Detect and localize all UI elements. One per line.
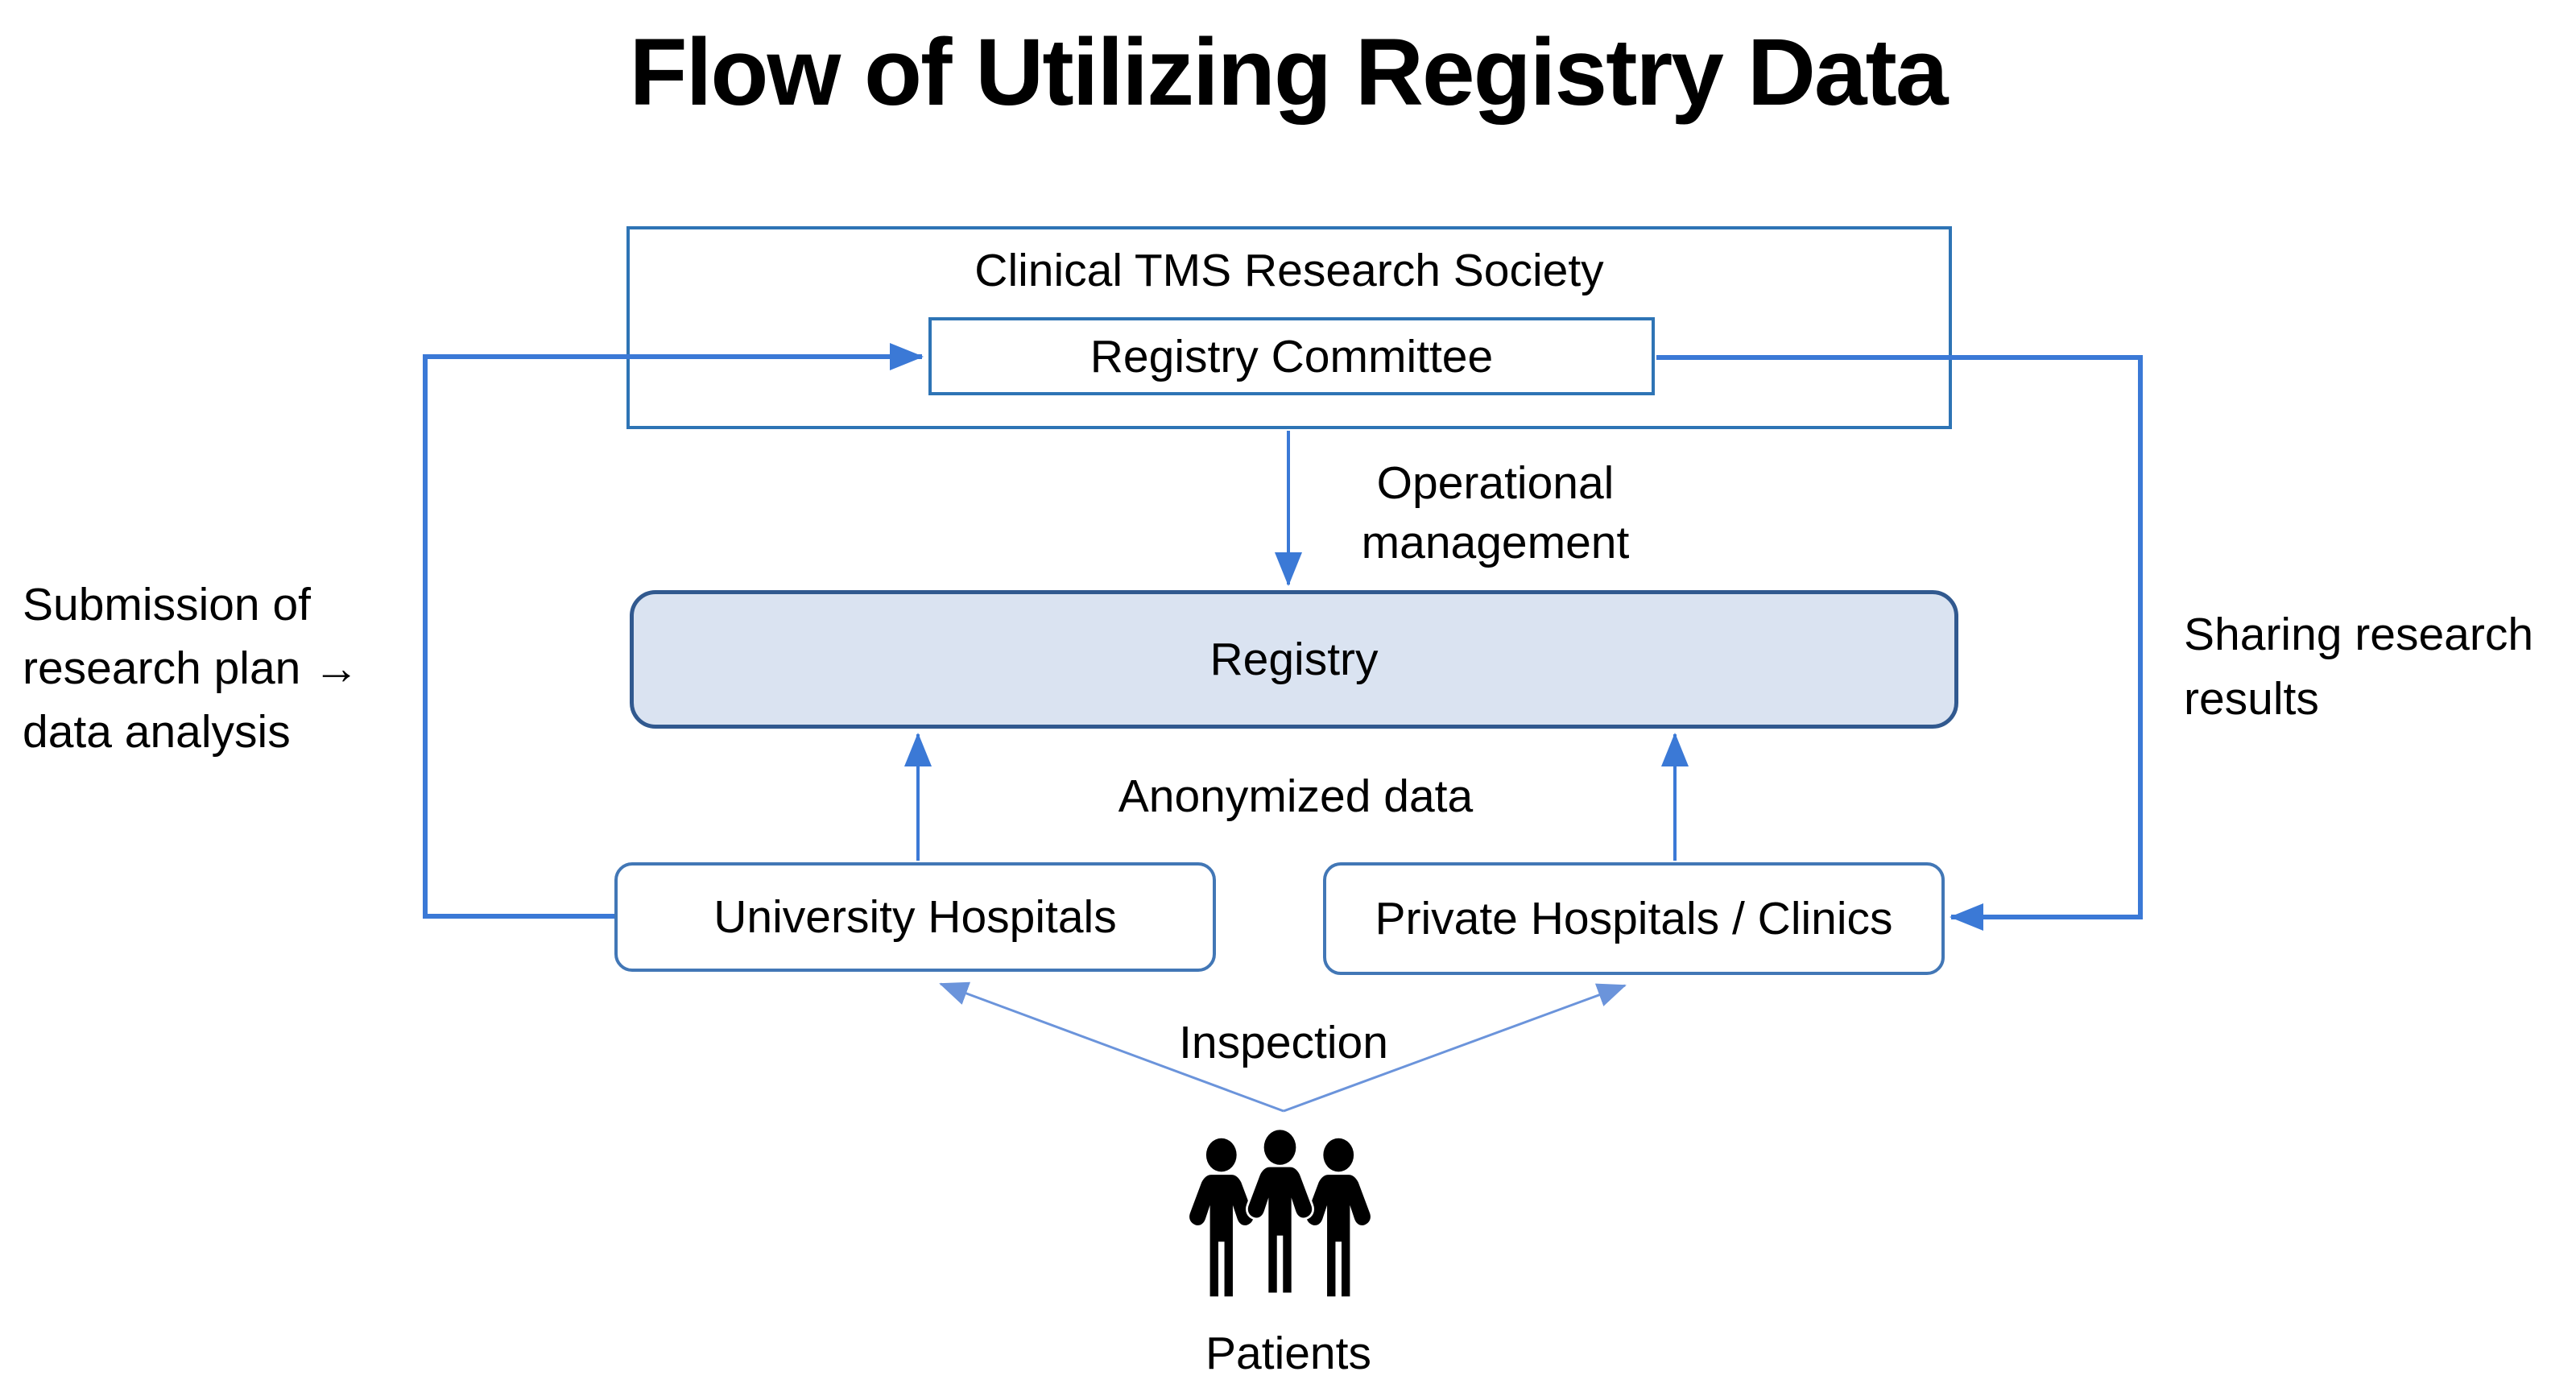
edge-label-anonymized-data: Anonymized data xyxy=(1118,770,1474,822)
node-registry: Registry xyxy=(630,590,1958,729)
edge-label-sharing-research-results: Sharing research results xyxy=(2184,609,2534,725)
node-private-hospitals-clinics: Private Hospitals / Clinics xyxy=(1323,862,1945,975)
node-registry-label: Registry xyxy=(1209,634,1379,685)
node-registry-committee: Registry Committee xyxy=(928,317,1655,395)
patients-group-icon xyxy=(1187,1129,1373,1299)
node-committee-label: Registry Committee xyxy=(1090,330,1494,382)
node-patients-label: Patients xyxy=(1205,1328,1371,1379)
edge-label-inspection: Inspection xyxy=(1179,1017,1388,1068)
page-title: Flow of Utilizing Registry Data xyxy=(629,19,1949,126)
node-university-label: University Hospitals xyxy=(713,891,1117,943)
node-clinical-tms-research-society xyxy=(626,226,1952,429)
edge-label-submission-research-plan: Submission of research plan → data analy… xyxy=(23,579,360,758)
node-society-label: Clinical TMS Research Society xyxy=(974,245,1604,296)
edge-label-operational-management: Operational management xyxy=(1361,457,1630,568)
person-icon-middle xyxy=(1245,1129,1315,1295)
person-icon-left xyxy=(1187,1135,1256,1299)
node-university-hospitals: University Hospitals xyxy=(614,862,1216,972)
node-private-label: Private Hospitals / Clinics xyxy=(1375,893,1893,944)
person-icon-right xyxy=(1304,1135,1373,1299)
